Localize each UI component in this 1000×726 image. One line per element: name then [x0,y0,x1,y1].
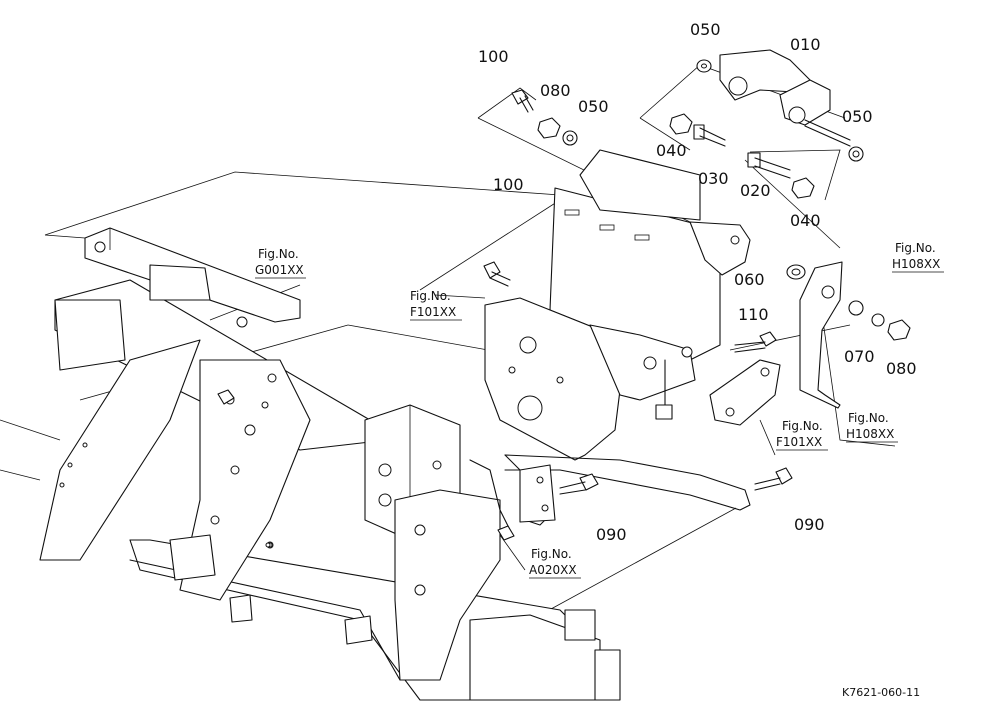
part-label: 040 [790,211,821,230]
part-label: 010 [790,35,821,54]
part-label: 100 [478,47,509,66]
svg-text:F101XX: F101XX [410,305,456,319]
hardware [217,59,911,548]
svg-text:G001XX: G001XX [255,263,304,277]
svg-text:H108XX: H108XX [892,257,940,271]
part-label: 050 [578,97,609,116]
pedal-arm [799,261,843,409]
fig-ref-g001[interactable]: Fig.No. G001XX [255,247,306,279]
svg-text:H108XX: H108XX [846,427,894,441]
svg-text:Fig.No.: Fig.No. [258,247,299,261]
main-frame [0,227,621,701]
fig-ref-h108-bottom[interactable]: Fig.No. H108XX [846,411,898,443]
svg-text:Fig.No.: Fig.No. [848,411,889,425]
fig-ref-a020[interactable]: Fig.No. A020XX [529,547,581,579]
part-label: 110 [738,305,769,324]
part-label: 080 [886,359,917,378]
fig-ref-f101-right[interactable]: Fig.No. F101XX [776,419,828,451]
svg-text:F101XX: F101XX [776,435,822,449]
svg-text:Fig.No.: Fig.No. [410,289,451,303]
part-label: 030 [698,169,729,188]
fig-ref-f101-left[interactable]: Fig.No. F101XX [410,289,462,321]
part-label: 020 [740,181,771,200]
part-label: 090 [596,525,627,544]
svg-text:Fig.No.: Fig.No. [782,419,823,433]
figure-references: Fig.No. G001XX Fig.No. F101XX Fig.No. F1… [255,241,944,579]
part-label: 050 [690,20,721,39]
drawing-id: K7621-060-11 [842,686,920,699]
svg-text:A020XX: A020XX [529,563,577,577]
svg-text:Fig.No.: Fig.No. [531,547,572,561]
part-label: 090 [794,515,825,534]
part-label: 100 [493,175,524,194]
part-labels: 100 050 010 080 050 050 040 030 020 040 … [478,20,917,544]
part-label: 060 [734,270,765,289]
fig-ref-h108-top[interactable]: Fig.No. H108XX [892,241,944,273]
pedal-bracket [469,149,781,531]
part-label: 040 [656,141,687,160]
part-label: 070 [844,347,875,366]
part-label: 080 [540,81,571,100]
pedal-top-parts [669,49,851,199]
svg-text:Fig.No.: Fig.No. [895,241,936,255]
part-label: 050 [842,107,873,126]
